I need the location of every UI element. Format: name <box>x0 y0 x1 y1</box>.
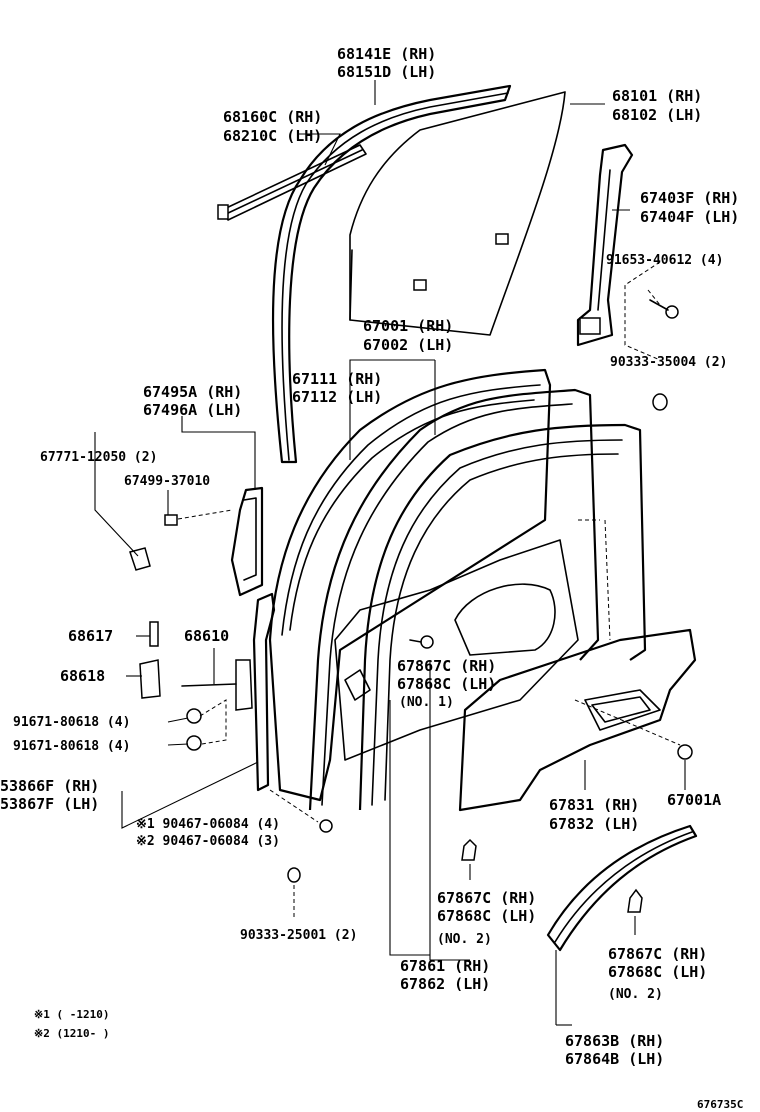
clip-1-label: ※1 90467-06084 (4) <box>136 817 280 832</box>
channel-label-rh: 67403F (RH) <box>640 189 739 207</box>
lower-weatherstrip-part <box>546 824 698 952</box>
opening-ws-label-lh: 67862 (LH) <box>400 975 490 993</box>
handle-cover-part <box>230 486 264 597</box>
pin-label: 68617 <box>68 627 113 645</box>
belt-molding-part <box>217 144 367 221</box>
pad-part <box>164 514 178 526</box>
belt-molding-label-lh: 68210C (LH) <box>223 127 322 145</box>
trim-label-rh: 67831 (RH) <box>549 796 639 814</box>
glass-label-rh: 68101 (RH) <box>612 87 702 105</box>
door-glass-part <box>349 91 566 336</box>
weatherstrip-door-label-rh: 67111 (RH) <box>292 370 382 388</box>
bolt-b-label: 91671-80618 (4) <box>13 739 130 754</box>
clip-no1-part <box>409 635 434 649</box>
clip-no2-mid-label-lh: 67868C (LH) <box>437 907 536 925</box>
door-panel-part <box>268 368 552 802</box>
bolt-a-label: 91671-80618 (4) <box>13 715 130 730</box>
plug-upper-label: 90333-35004 (2) <box>610 355 727 370</box>
clip-no2-right-label-rh: 67867C (RH) <box>608 945 707 963</box>
clip-no1-label-note: (NO. 1) <box>399 695 454 710</box>
channel-part <box>576 143 634 347</box>
clip-no2-mid-part <box>461 838 477 861</box>
clip-lower-part <box>319 819 333 833</box>
note-1: ※1 ( -1210) <box>34 1008 109 1021</box>
lower-ws-label-rh: 67863B (RH) <box>565 1032 664 1050</box>
clip-no2-mid-label-rh: 67867C (RH) <box>437 889 536 907</box>
door-panel-label-rh: 67001 (RH) <box>363 317 453 335</box>
clip-handle-label: 67771-12050 (2) <box>40 450 157 465</box>
door-weatherstrip-part <box>308 388 600 811</box>
glass-run-label-lh: 68151D (LH) <box>337 63 436 81</box>
glass-label-lh: 68102 (LH) <box>612 106 702 124</box>
figure-code: 676735C <box>697 1098 743 1111</box>
plug-lower-label: 90333-25001 (2) <box>240 928 357 943</box>
check-part <box>181 659 253 711</box>
hinge-label: 68618 <box>60 667 105 685</box>
belt-molding-label-rh: 68160C (RH) <box>223 108 322 126</box>
side-weatherstrip-part <box>252 592 276 792</box>
plug-upper-part <box>652 393 668 411</box>
bolt-channel-part <box>649 299 679 319</box>
clip-no2-right-label-lh: 67868C (LH) <box>608 963 707 981</box>
lower-ws-label-lh: 67864B (LH) <box>565 1050 664 1068</box>
plug-lower-part <box>287 867 301 883</box>
door-inner-part <box>334 539 579 761</box>
door-panel-label-lh: 67002 (LH) <box>363 336 453 354</box>
clip-no2-mid-label-note: (NO. 2) <box>437 932 492 947</box>
check-label: 68610 <box>184 627 229 645</box>
trim-label-lh: 67832 (LH) <box>549 815 639 833</box>
bolt-channel-label: 91653-40612 (4) <box>606 253 723 268</box>
leader-lines <box>94 80 686 1025</box>
glass-run-label-rh: 68141E (RH) <box>337 45 436 63</box>
opening-ws-label-rh: 67861 (RH) <box>400 957 490 975</box>
clip-no2-right-label-note: (NO. 2) <box>608 987 663 1002</box>
bolt-b-part <box>186 735 202 751</box>
pad-label: 67499-37010 <box>124 474 210 489</box>
opening-weatherstrip-part <box>358 423 647 811</box>
channel-label-lh: 67404F (LH) <box>640 208 739 226</box>
trim-plug-part <box>677 744 693 760</box>
side-weatherstrip-label-lh: 53867F (LH) <box>0 795 99 813</box>
trim-plug-label: 67001A <box>667 791 721 809</box>
door-trim-part <box>458 628 697 812</box>
handle-cover-label-lh: 67496A (LH) <box>143 401 242 419</box>
pin-part <box>149 621 159 647</box>
weatherstrip-door-label-lh: 67112 (LH) <box>292 388 382 406</box>
clip-2-label: ※2 90467-06084 (3) <box>136 834 280 849</box>
clip-no1-label-lh: 67868C (LH) <box>397 675 496 693</box>
clip-no1-label-rh: 67867C (RH) <box>397 657 496 675</box>
handle-cover-label-rh: 67495A (RH) <box>143 383 242 401</box>
glass-run-part <box>271 84 512 464</box>
clip-no2-right-part <box>627 888 643 913</box>
hinge-part <box>139 659 161 699</box>
bolt-a-part <box>186 708 202 724</box>
note-2: ※2 (1210- ) <box>34 1027 109 1040</box>
side-weatherstrip-label-rh: 53866F (RH) <box>0 777 99 795</box>
